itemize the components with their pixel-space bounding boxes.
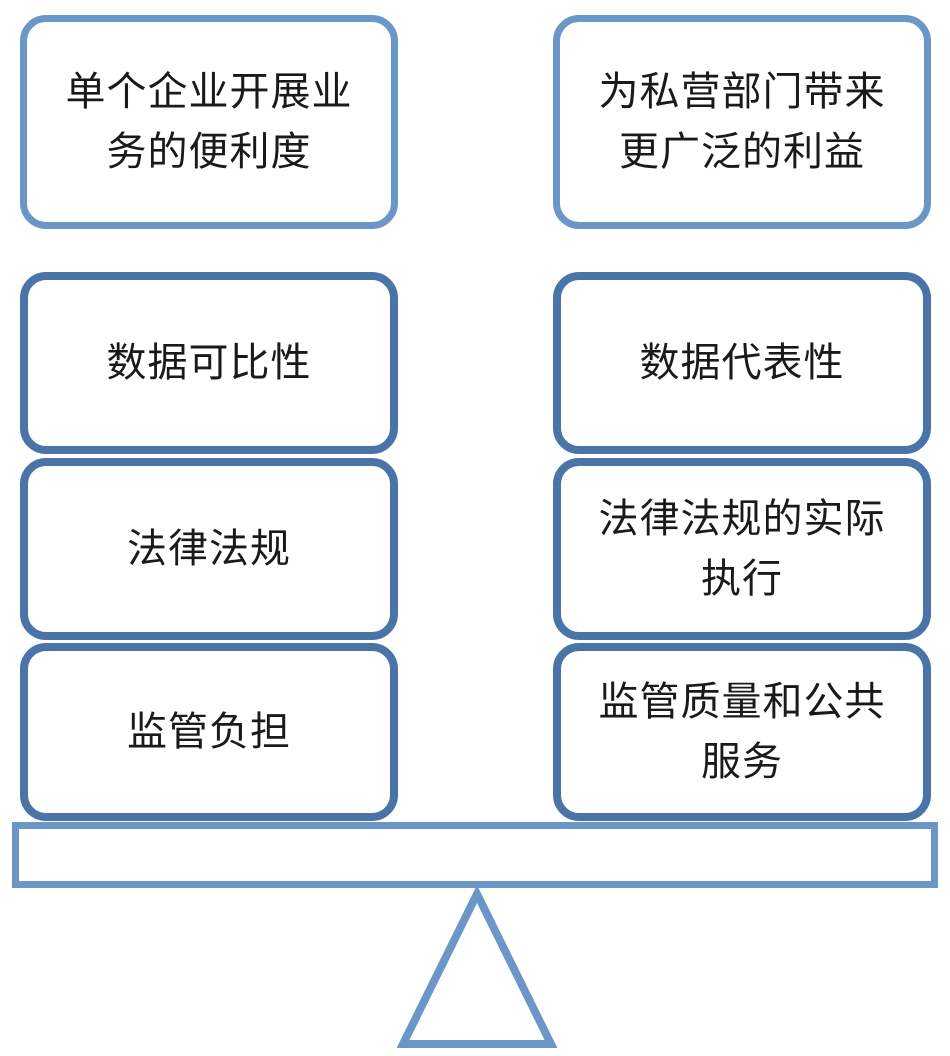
left-box-laws-regulations-label: 法律法规: [127, 526, 291, 572]
balance-beam: [12, 822, 938, 888]
left-box-business-ease-label: 单个企业开展业务的便利度: [65, 69, 353, 175]
left-box-regulatory-burden: 监管负担: [20, 643, 398, 821]
right-box-data-representativeness: 数据代表性: [553, 272, 931, 454]
right-box-law-enforcement: 法律法规的实际执行: [553, 458, 931, 640]
left-box-laws-regulations: 法律法规: [20, 458, 398, 640]
left-box-business-ease: 单个企业开展业务的便利度: [20, 15, 398, 229]
right-box-law-enforcement-label: 法律法规的实际执行: [598, 496, 886, 602]
right-box-private-sector-benefit-label: 为私营部门带来更广泛的利益: [598, 69, 886, 175]
right-box-private-sector-benefit: 为私营部门带来更广泛的利益: [553, 15, 931, 229]
left-box-data-comparability: 数据可比性: [20, 272, 398, 454]
balance-fulcrum-icon: [396, 884, 558, 1048]
right-box-data-representativeness-label: 数据代表性: [639, 340, 845, 386]
right-box-regulatory-quality: 监管质量和公共服务: [553, 643, 931, 821]
right-box-regulatory-quality-label: 监管质量和公共服务: [598, 679, 886, 785]
left-box-regulatory-burden-label: 监管负担: [127, 709, 291, 755]
left-box-data-comparability-label: 数据可比性: [106, 340, 312, 386]
